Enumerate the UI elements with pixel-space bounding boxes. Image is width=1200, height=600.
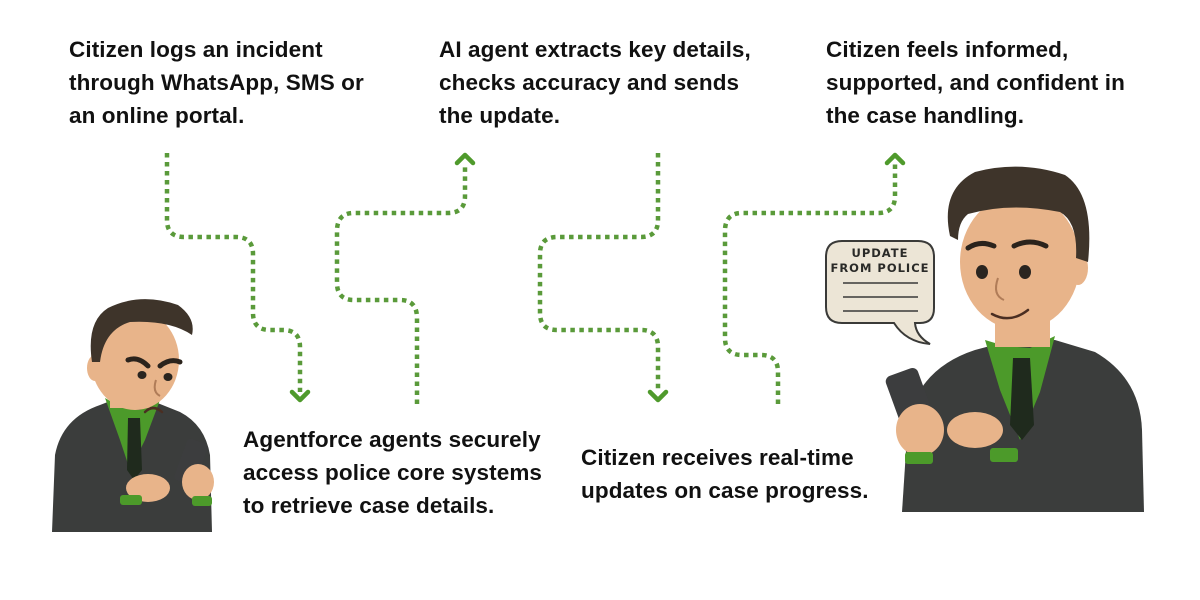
eye	[137, 371, 147, 379]
dotted-path	[164, 153, 303, 392]
speech-bubble-shape	[825, 240, 935, 345]
step-1-line: an online portal.	[69, 103, 245, 128]
cuff	[905, 452, 933, 464]
step-5-line: supported, and confident in	[826, 70, 1125, 95]
eye	[976, 265, 988, 279]
step-5-text: Citizen feels informed, supported, and c…	[826, 33, 1125, 132]
step-5-line: Citizen feels informed,	[826, 37, 1069, 62]
step-3-line: checks accuracy and sends	[439, 70, 740, 95]
happy-citizen-illustration	[885, 166, 1144, 512]
step-4-line: updates on case progress.	[581, 478, 869, 503]
arrow-down-icon	[647, 389, 669, 403]
connector-3	[537, 153, 669, 403]
hand	[182, 464, 214, 500]
nose	[995, 277, 1005, 301]
speech-bubble-subtitle: FROM POLICE	[830, 261, 929, 275]
hand	[896, 404, 944, 456]
eyebrow	[125, 356, 151, 369]
step-3-line: AI agent extracts key details,	[439, 37, 751, 62]
step-1-text: Citizen logs an incident through WhatsAp…	[69, 33, 364, 132]
step-3-text: AI agent extracts key details, checks ac…	[439, 33, 751, 132]
step-2-line: to retrieve case details.	[243, 493, 495, 518]
dotted-path	[334, 163, 468, 404]
eyebrow	[157, 358, 183, 369]
mouth	[143, 406, 164, 414]
arrow-up-icon	[454, 152, 476, 166]
tie	[127, 418, 142, 480]
eyebrow	[965, 240, 997, 251]
eye	[163, 373, 173, 381]
speech-bubble-title: UPDATE	[851, 246, 908, 260]
eyebrow	[1011, 239, 1049, 249]
frustrated-citizen-illustration	[52, 299, 214, 532]
connector-2	[334, 152, 476, 404]
tie	[1010, 358, 1034, 440]
connector-4	[722, 152, 906, 404]
step-4-text: Citizen receives real-time updates on ca…	[581, 441, 869, 507]
cuff	[192, 496, 212, 506]
head	[960, 194, 1080, 330]
cuff	[120, 495, 142, 505]
phone-icon	[174, 438, 208, 486]
hair	[947, 166, 1090, 262]
step-5-line: the case handling.	[826, 103, 1025, 128]
step-4-line: Citizen receives real-time	[581, 445, 854, 470]
arrow-up-icon	[884, 152, 906, 166]
hand	[947, 412, 1003, 448]
eye	[1019, 265, 1031, 279]
step-2-line: Agentforce agents securely	[243, 427, 541, 452]
speech-bubble: UPDATE FROM POLICE	[825, 240, 935, 345]
step-3-line: the update.	[439, 103, 561, 128]
step-1-line: Citizen logs an incident	[69, 37, 323, 62]
mouth	[990, 308, 1030, 320]
dotted-path	[537, 153, 661, 392]
cuff	[990, 448, 1018, 462]
step-2-line: access police core systems	[243, 460, 543, 485]
hair	[90, 299, 193, 362]
step-2-text: Agentforce agents securely access police…	[243, 423, 542, 522]
connector-1	[164, 153, 311, 403]
nose	[153, 379, 161, 397]
arrow-down-icon	[289, 389, 311, 403]
step-1-line: through WhatsApp, SMS or	[69, 70, 364, 95]
